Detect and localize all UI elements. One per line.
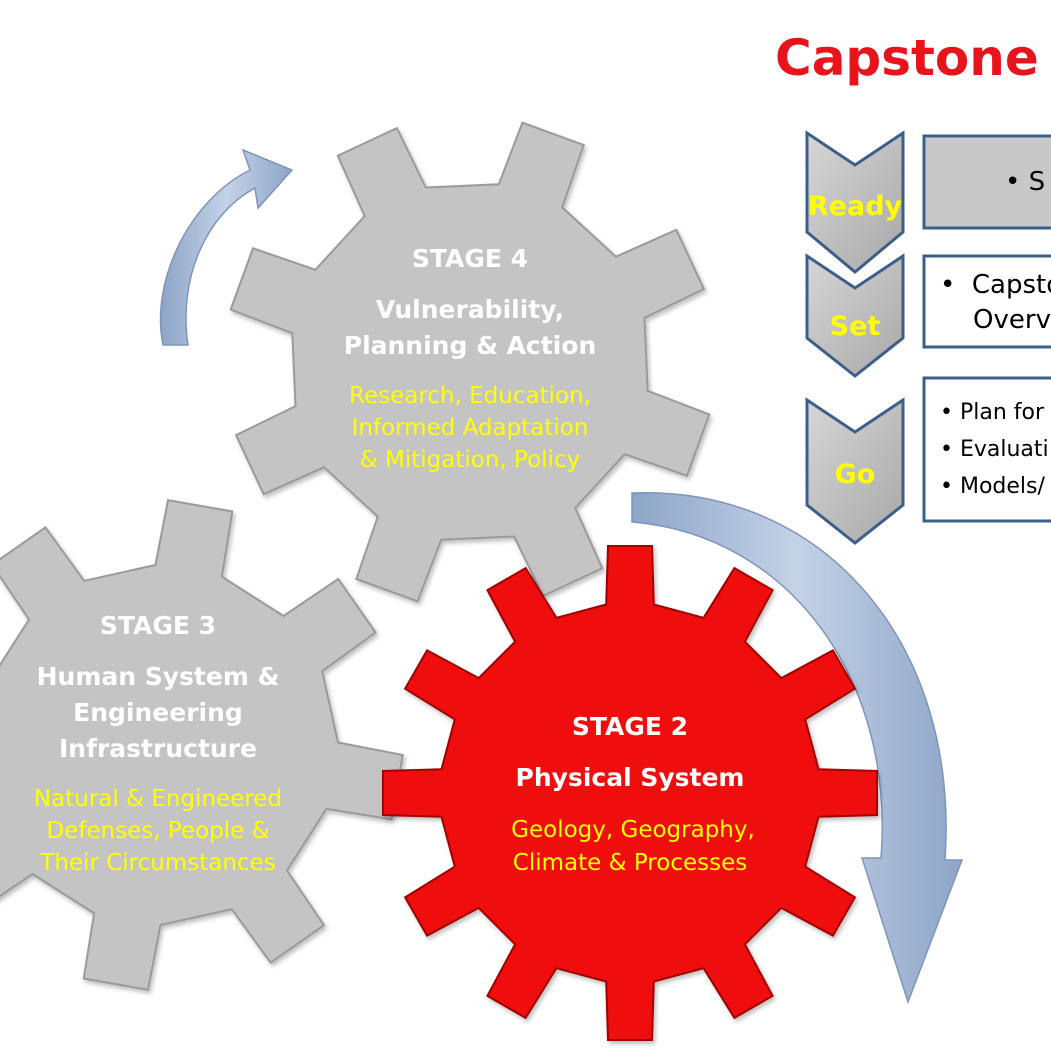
- go-box-line: • Evaluati: [940, 437, 1049, 462]
- go-label: Go: [835, 459, 876, 490]
- gear-group: [0, 121, 878, 1041]
- stage-4-detail-line: & Mitigation, Policy: [360, 447, 580, 473]
- stage-2-heading: STAGE 2: [572, 712, 688, 741]
- ready-box: [922, 134, 1051, 230]
- stage-4-text: STAGE 4 Vulnerability, Planning & Action…: [344, 244, 597, 473]
- set-label: Set: [830, 311, 881, 342]
- stage-4-detail-line: Research, Education,: [349, 383, 591, 409]
- cycle-arrow-upper: [159, 148, 294, 346]
- step-set: Set • Capsto Overv: [805, 253, 1051, 378]
- stage-3-detail-line: Natural & Engineered: [34, 786, 282, 812]
- stage-3-detail-line: Defenses, People &: [46, 818, 269, 844]
- stage-4-title-line: Planning & Action: [344, 331, 597, 360]
- step-ready: Ready • S: [805, 130, 1051, 274]
- stage-3-title-line: Infrastructure: [59, 734, 257, 763]
- stage-2-detail-line: Geology, Geography,: [511, 817, 755, 843]
- go-box-line: • Models/: [940, 474, 1045, 499]
- stage-4-gear: [229, 121, 711, 603]
- ready-box-line: • S: [1005, 167, 1045, 197]
- stage-2-gear: [382, 545, 878, 1041]
- stage-2-text: STAGE 2 Physical System Geology, Geograp…: [511, 712, 755, 876]
- go-chevron: [805, 397, 905, 545]
- set-box-line: Overv: [940, 305, 1051, 335]
- ready-label: Ready: [808, 191, 903, 222]
- set-box-line: • Capsto: [940, 270, 1051, 300]
- stage-3-title-line: Engineering: [73, 698, 243, 727]
- page-title: Capstone St: [775, 29, 1051, 87]
- stage-4-heading: STAGE 4: [412, 244, 528, 273]
- set-chevron: [805, 253, 905, 378]
- stage-3-detail-line: Their Circumstances: [39, 850, 275, 876]
- stage-2-detail-line: Climate & Processes: [513, 850, 747, 876]
- ready-chevron: [805, 130, 905, 274]
- stage-2-title-line: Physical System: [516, 763, 745, 792]
- cycle-arrow-lower: [631, 492, 964, 1005]
- stage-3-title-line: Human System &: [37, 662, 280, 691]
- stage-4-detail-line: Informed Adaptation: [352, 415, 589, 441]
- set-box: [922, 254, 1051, 349]
- go-box: [922, 376, 1051, 523]
- stage-3-text: STAGE 3 Human System & Engineering Infra…: [34, 611, 282, 876]
- go-box-line: • Plan for: [940, 400, 1045, 425]
- stage-3-heading: STAGE 3: [100, 611, 216, 640]
- stage-4-title-line: Vulnerability,: [376, 295, 564, 324]
- stage-3-gear: [0, 499, 404, 991]
- step-go: Go • Plan for • Evaluati • Models/: [805, 376, 1051, 545]
